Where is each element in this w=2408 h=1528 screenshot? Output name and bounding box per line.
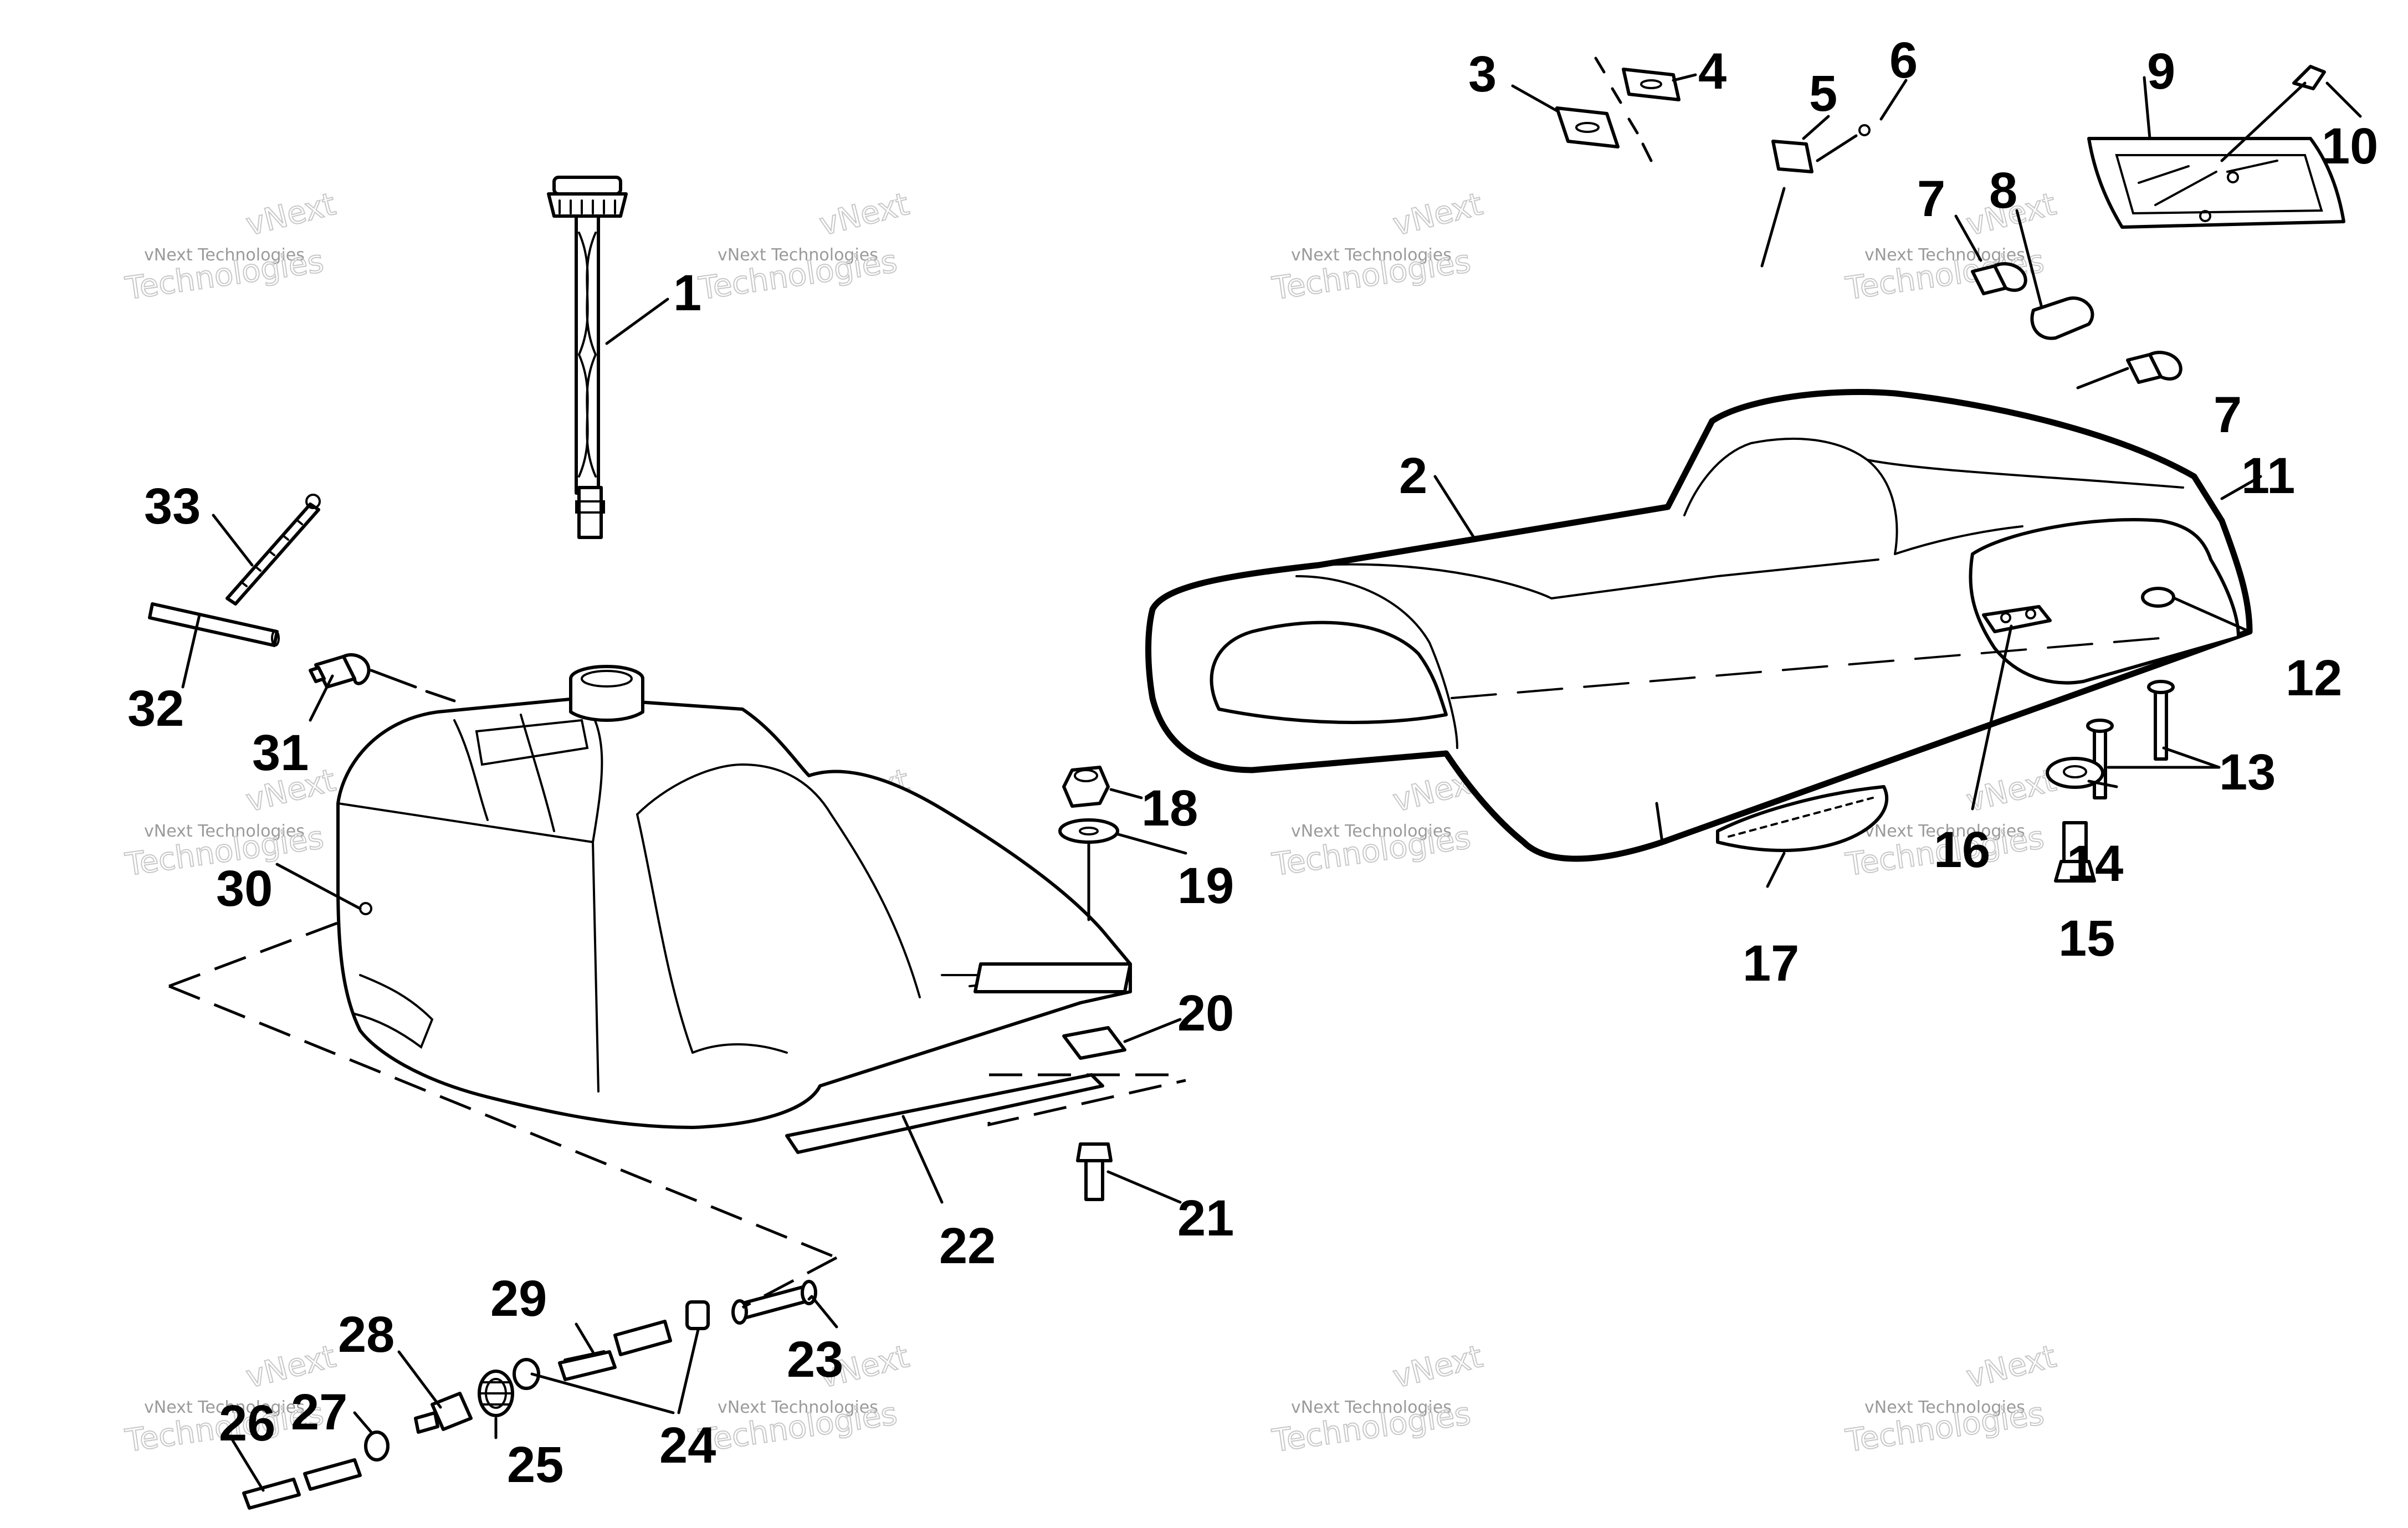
fuel-gauge-sender [547,176,628,539]
callout-4: 4 [1698,43,1726,100]
hardware-tank [785,766,1132,1201]
callout-1: 1 [673,265,701,321]
watermark-brand: vNext [1390,186,1486,243]
callout-13: 13 [2219,744,2276,801]
callout-11: 11 [2241,448,2295,504]
callout-22: 22 [939,1218,996,1274]
callout-14: 14 [2067,835,2123,892]
callout-26: 26 [219,1395,275,1452]
watermark-brand: vNext [816,186,913,243]
callout-31: 31 [252,725,309,781]
callout-16: 16 [1934,822,1990,878]
callout-25: 25 [507,1437,563,1493]
callout-12: 12 [2286,650,2342,706]
callout-2: 2 [1399,448,1427,504]
seat-assembly [1145,388,2253,862]
callout-labels: 1 2 3 4 5 6 7 7 8 9 10 11 12 13 14 15 16… [127,32,2378,1493]
callout-32: 32 [127,680,184,737]
watermark-line: vNext Technologies [144,822,305,841]
watermark-line: vNext Technologies [1864,822,2025,841]
callout-24: 24 [659,1417,716,1474]
hardware-top [1555,57,2345,389]
callout-8: 8 [1989,162,2017,219]
watermark-brand: vNext [1390,1339,1486,1396]
callout-29: 29 [490,1270,547,1327]
callout-28: 28 [338,1306,394,1363]
callout-30: 30 [216,860,273,917]
callout-5: 5 [1809,65,1837,122]
callout-3: 3 [1468,46,1497,102]
watermark-line: vNext Technologies [1291,1398,1452,1417]
watermark-brand: vNext [243,186,339,243]
callout-6: 6 [1889,32,1918,89]
fuel-tank [336,665,1132,1129]
callout-7a: 7 [1917,171,1945,227]
callout-21: 21 [1177,1190,1234,1247]
hardware-right [2046,680,2175,883]
callout-20: 20 [1177,985,1234,1042]
callout-27: 27 [291,1384,347,1440]
callout-23: 23 [787,1331,843,1388]
callout-7b: 7 [2214,387,2242,443]
callout-15: 15 [2058,910,2115,967]
leader-lines [181,73,2362,1492]
watermark-line: vNext Technologies [144,245,305,265]
watermark-brand: vNext [1963,1339,2059,1396]
watermark-line: vNext Technologies [1864,1398,2025,1417]
watermark-line: vNext Technologies [144,1398,305,1417]
callout-33: 33 [144,478,201,535]
callout-18: 18 [1141,780,1198,837]
watermark-line: vNext Technologies [718,245,878,265]
assembly-dashed-lines [168,918,1186,1309]
watermark-line: vNext Technologies [1291,245,1452,265]
callout-19: 19 [1177,858,1234,914]
callout-9: 9 [2147,43,2175,100]
watermark-line: vNext Technologies [718,1398,878,1417]
watermark-line: vNext Technologies [1291,822,1452,841]
callout-10: 10 [2322,118,2378,175]
watermark-line: vNext Technologies [1864,245,2025,265]
callout-17: 17 [1743,935,1799,992]
